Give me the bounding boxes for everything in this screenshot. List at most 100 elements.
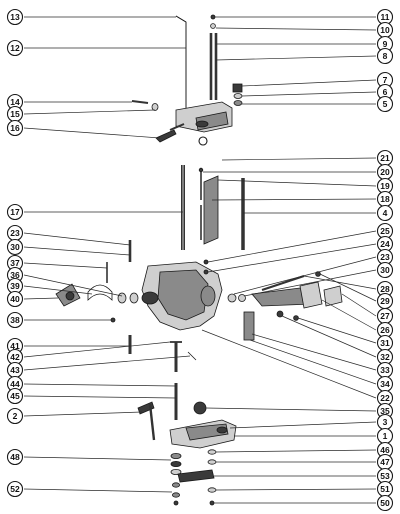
callout-44: 44 [6, 375, 24, 393]
callout-number: 32 [380, 352, 390, 362]
callout-51: 51 [376, 480, 394, 498]
callout-circle [6, 238, 24, 256]
callout-number: 44 [10, 379, 20, 389]
callout-number: 50 [380, 498, 390, 508]
callout-45: 45 [6, 387, 24, 405]
lower-bracket-part [169, 419, 237, 449]
callout-number: 12 [10, 43, 20, 53]
callout-17: 17 [6, 203, 24, 221]
callout-number: 48 [10, 452, 20, 462]
callout-1: 1 [376, 427, 394, 445]
callout-5: 5 [376, 95, 394, 113]
callout-number: 23 [10, 228, 20, 238]
upper-rod-part [209, 14, 218, 100]
callout-12: 12 [6, 39, 24, 57]
callout-number: 16 [10, 123, 20, 133]
callout-4: 4 [376, 204, 394, 222]
callout-circle [376, 494, 394, 512]
callout-number: 13 [10, 12, 20, 22]
callout-number: 47 [380, 457, 390, 467]
callout-30: 30 [376, 261, 394, 279]
bolt-washer-part [131, 100, 159, 111]
callout-circle [6, 119, 24, 137]
callout-number: 8 [383, 51, 388, 61]
callout-number: 43 [10, 365, 20, 375]
callout-number: 2 [13, 411, 18, 421]
callout-10: 10 [376, 21, 394, 39]
callout-number: 33 [380, 365, 390, 375]
callout-circle [6, 8, 24, 26]
callout-11: 11 [376, 8, 394, 26]
callout-number: 31 [380, 338, 390, 348]
knob-3-part [193, 401, 207, 415]
small-washers-upper [232, 83, 243, 106]
callout-46: 46 [376, 441, 394, 459]
callout-number: 35 [380, 406, 390, 416]
callout-30: 30 [6, 238, 24, 256]
callout-number: 27 [380, 311, 390, 321]
callout-47: 47 [376, 453, 394, 471]
leader-lines [23, 16, 377, 504]
callout-number: 3 [383, 417, 388, 427]
callout-number: 37 [10, 258, 20, 268]
t-handle-2-part [137, 401, 156, 441]
callout-number: 42 [10, 352, 20, 362]
callout-number: 4 [383, 208, 388, 218]
callout-40: 40 [6, 290, 24, 308]
washer-stack-48 [170, 452, 182, 475]
callout-52: 52 [6, 480, 24, 498]
callout-circle [6, 387, 24, 405]
bolt-52-part [171, 482, 180, 506]
callout-number: 40 [10, 294, 20, 304]
callout-number: 41 [10, 341, 20, 351]
callout-number: 6 [383, 87, 388, 97]
callout-number: 30 [10, 242, 20, 252]
callout-number: 45 [10, 391, 20, 401]
callout-number: 46 [380, 445, 390, 455]
callout-number: 52 [10, 484, 20, 494]
callout-number: 21 [380, 153, 390, 163]
callout-circle [376, 204, 394, 222]
callout-number: 19 [380, 181, 390, 191]
parts-artwork [55, 14, 343, 506]
callout-circle [6, 480, 24, 498]
callout-number: 25 [380, 226, 390, 236]
callout-38: 38 [6, 311, 24, 329]
callout-number: 17 [10, 207, 20, 217]
callout-48: 48 [6, 448, 24, 466]
reference-a-circle [198, 136, 208, 146]
callout-number: 24 [380, 239, 390, 249]
callout-circle [376, 95, 394, 113]
callout-31: 31 [376, 334, 394, 352]
callout-14: 14 [6, 93, 24, 111]
tilt-handle-part [155, 123, 185, 143]
right-side-parts [203, 259, 343, 341]
callout-20: 20 [376, 163, 394, 181]
callout-33: 33 [376, 361, 394, 379]
steering-tube-part [175, 15, 187, 120]
callout-41: 41 [6, 337, 24, 355]
callout-circle [6, 311, 24, 329]
callout-number: 22 [380, 393, 390, 403]
callout-number: 39 [10, 281, 20, 291]
callout-number: 36 [10, 270, 20, 280]
callout-16: 16 [6, 119, 24, 137]
callout-circle [376, 47, 394, 65]
callout-26: 26 [376, 321, 394, 339]
callout-number: 28 [380, 284, 390, 294]
washer-stack-right [177, 449, 217, 506]
callout-8: 8 [376, 47, 394, 65]
callout-circle [6, 290, 24, 308]
callout-number: 30 [380, 265, 390, 275]
callout-number: 9 [383, 39, 388, 49]
callout-3: 3 [376, 413, 394, 431]
callout-number: 26 [380, 325, 390, 335]
callout-number: 5 [383, 99, 388, 109]
callout-circle [6, 407, 24, 425]
callout-number: 53 [380, 471, 390, 481]
main-swivel-bracket [141, 261, 223, 331]
callout-number: 23 [380, 252, 390, 262]
callout-number: 20 [380, 167, 390, 177]
bolt-42-43-part [170, 341, 197, 372]
callout-29: 29 [376, 292, 394, 310]
